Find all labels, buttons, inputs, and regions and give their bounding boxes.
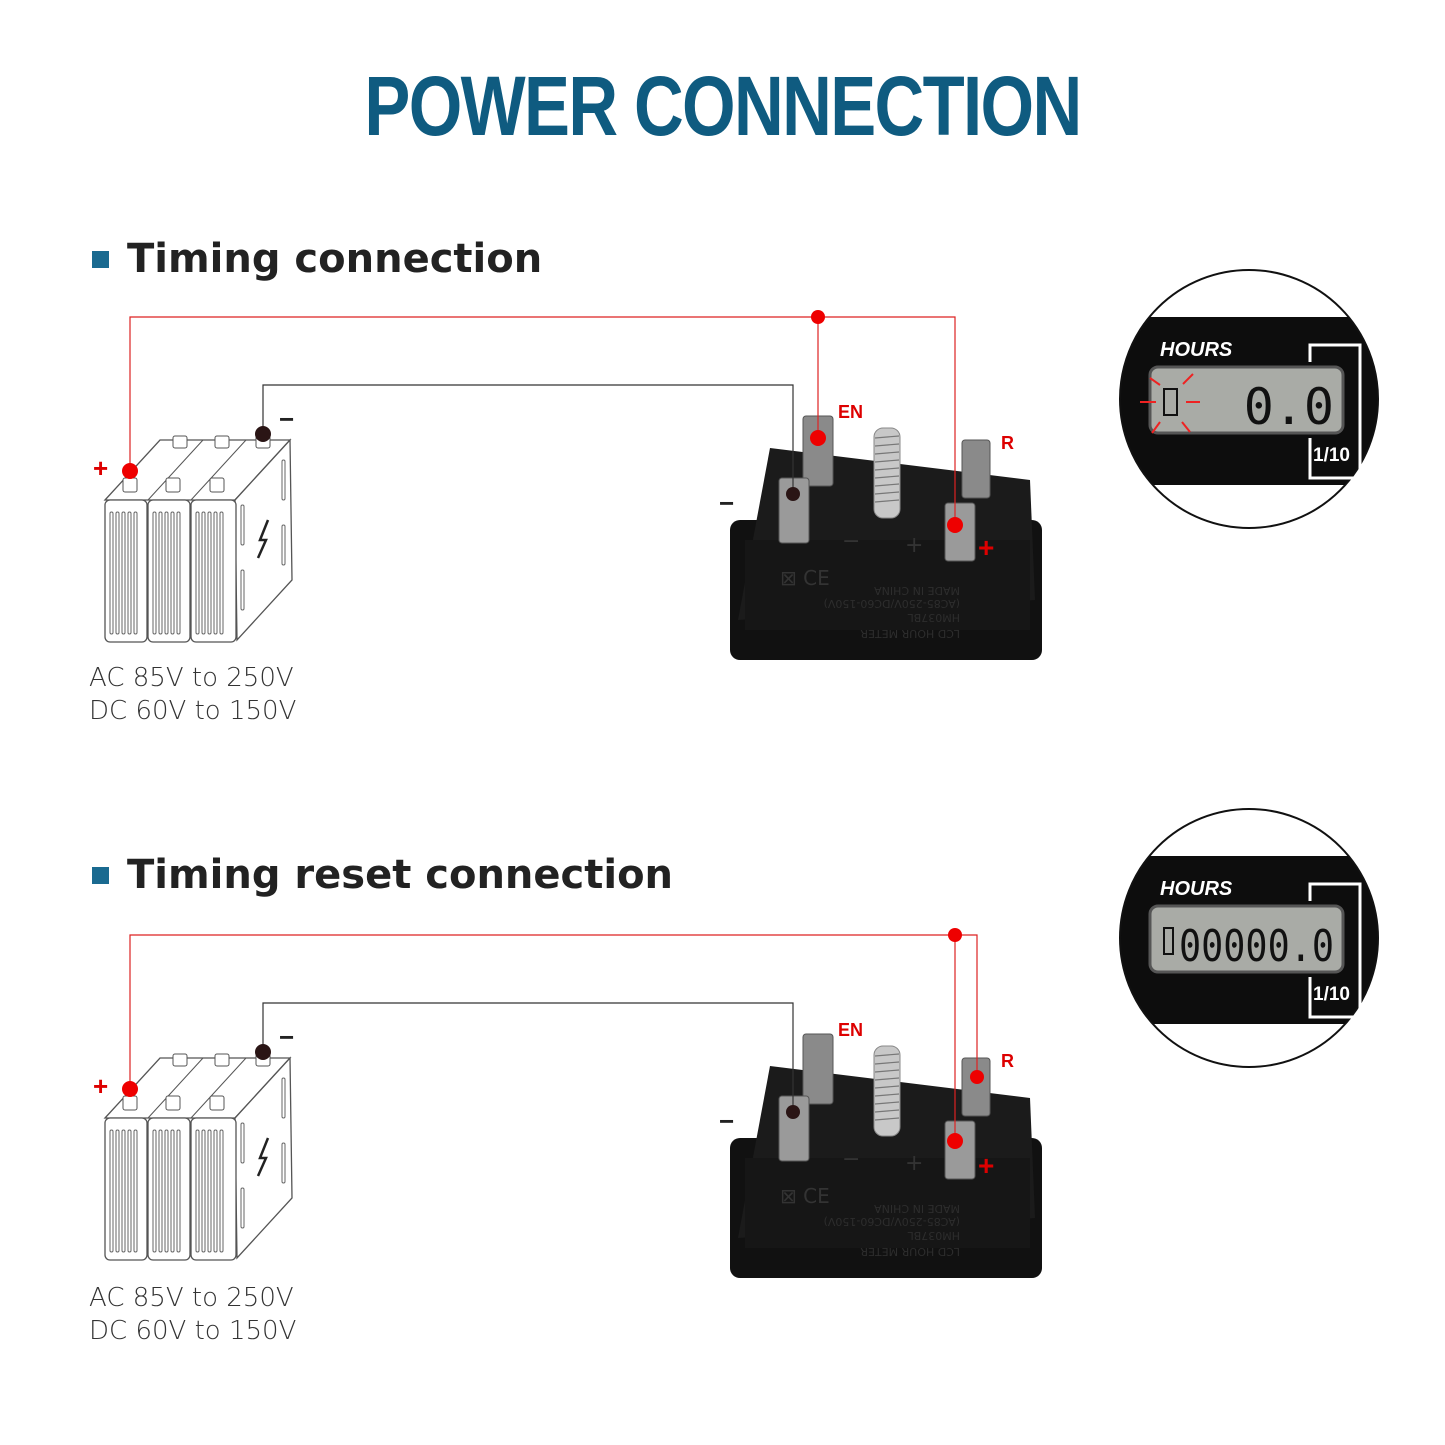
r-terminal-dot bbox=[970, 1070, 984, 1084]
plus-terminal-dot bbox=[947, 517, 963, 533]
blink-rays-icon bbox=[1140, 373, 1200, 434]
battery-negative-dot bbox=[255, 426, 271, 442]
battery-minus-label: − bbox=[279, 404, 294, 434]
resolution-label: 1/10 bbox=[1313, 984, 1350, 1005]
battery-plus-label: + bbox=[93, 453, 108, 483]
battery-minus-label: − bbox=[279, 1022, 294, 1052]
resolution-label: 1/10 bbox=[1313, 445, 1350, 466]
section-heading-reset: Timing reset connection bbox=[92, 852, 673, 898]
voltage-dc: DC 60V to 150V bbox=[89, 696, 297, 726]
display-closeup: HOURS 0.0 1/10 bbox=[1119, 269, 1379, 529]
positive-wire bbox=[129, 934, 978, 1141]
r-label: R bbox=[1001, 433, 1014, 453]
negative-wire bbox=[262, 1002, 794, 1111]
hourglass-icon bbox=[1163, 388, 1178, 416]
r-label: R bbox=[1001, 1051, 1014, 1071]
page-title: POWER CONNECTION bbox=[364, 59, 1082, 153]
en-label: EN bbox=[838, 402, 863, 422]
junction-dot bbox=[811, 310, 825, 324]
bullet-square-icon bbox=[92, 250, 109, 268]
negative-wire bbox=[262, 384, 794, 493]
battery-positive-dot bbox=[122, 1081, 138, 1097]
minus-terminal-dot bbox=[786, 487, 800, 501]
meter-plus-label: + bbox=[978, 1150, 994, 1181]
section-heading-text: Timing connection bbox=[127, 236, 543, 282]
section-heading-text: Timing reset connection bbox=[127, 852, 674, 898]
voltage-dc: DC 60V to 150V bbox=[89, 1316, 297, 1346]
lcd-reading: 00000.0 bbox=[1179, 921, 1334, 972]
battery-positive-dot bbox=[122, 463, 138, 479]
en-label: EN bbox=[838, 1020, 863, 1040]
en-terminal-dot bbox=[810, 430, 826, 446]
meter-minus-label: − bbox=[719, 488, 734, 518]
lcd-reading: 0.0 bbox=[1244, 378, 1334, 436]
meter-plus-label: + bbox=[978, 532, 994, 563]
positive-wire bbox=[129, 316, 956, 525]
hours-label: HOURS bbox=[1160, 878, 1233, 900]
section-heading-timing: Timing connection bbox=[92, 236, 542, 282]
voltage-ac: AC 85V to 250V bbox=[89, 663, 294, 693]
hour-meter-device bbox=[729, 1033, 1043, 1279]
voltage-ac: AC 85V to 250V bbox=[89, 1283, 294, 1313]
hours-label: HOURS bbox=[1160, 339, 1233, 361]
battery-negative-dot bbox=[255, 1044, 271, 1060]
display-closeup: HOURS 00000.0 1/10 bbox=[1119, 808, 1379, 1068]
plus-terminal-dot bbox=[947, 1133, 963, 1149]
hourglass-icon bbox=[1163, 927, 1174, 955]
bullet-square-icon bbox=[92, 866, 109, 884]
junction-dot bbox=[948, 928, 962, 942]
meter-minus-label: − bbox=[719, 1106, 734, 1136]
battery-plus-label: + bbox=[93, 1071, 108, 1101]
hour-meter-device bbox=[729, 415, 1043, 661]
minus-terminal-dot bbox=[786, 1105, 800, 1119]
